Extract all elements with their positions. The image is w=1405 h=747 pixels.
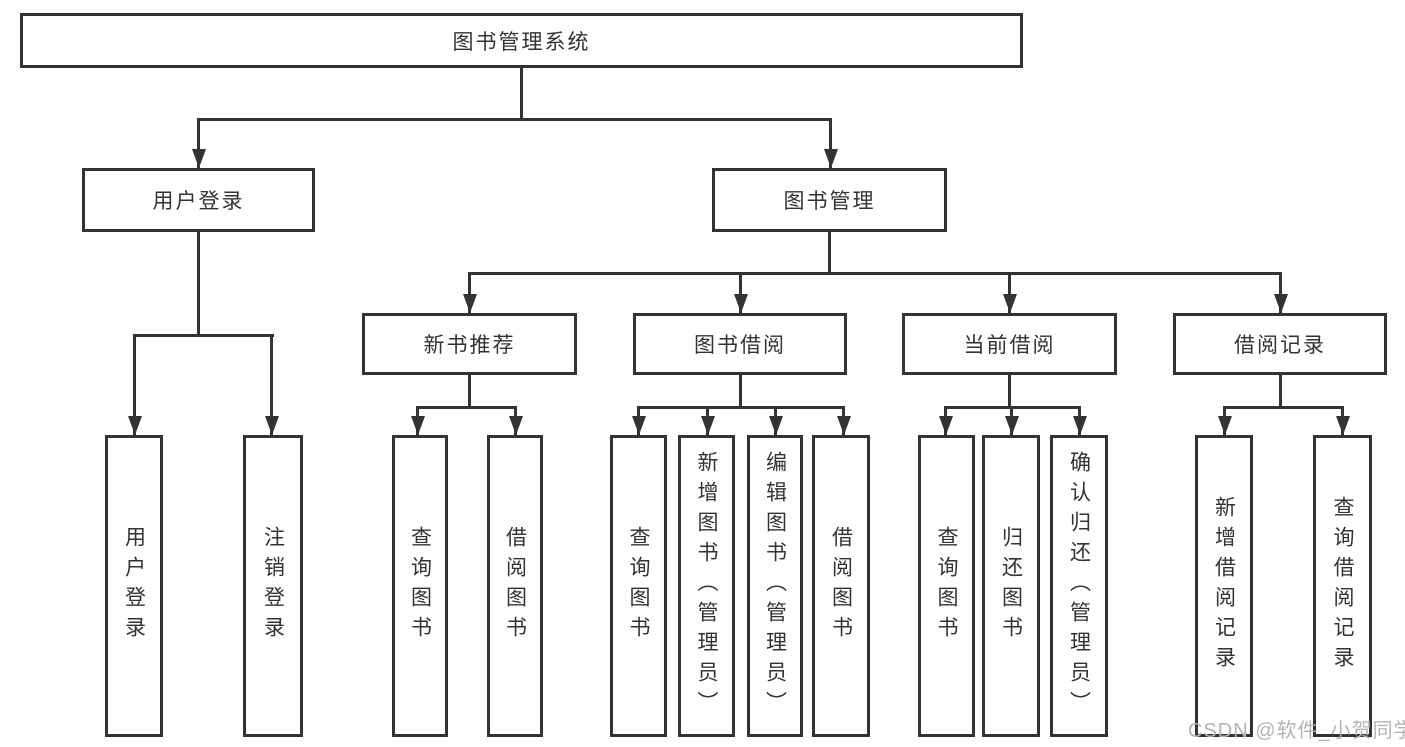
node-label: 用户登录	[152, 190, 245, 213]
leaf-label: 新增图书（管理员）	[695, 451, 718, 721]
leaf-label: 查询图书	[627, 526, 650, 646]
leaf-label: 查询图书	[408, 526, 432, 646]
leaf-add-borrow-record: 新增借阅记录	[1195, 435, 1253, 737]
leaf-query-books: 查询图书	[392, 435, 448, 737]
leaf-query-books: 查询图书	[610, 435, 667, 737]
node-book-borrowing: 图书借阅	[633, 313, 847, 375]
arrow-down-icon	[733, 275, 748, 313]
node-new-book-recommendation: 新书推荐	[362, 313, 577, 375]
arrow-down-icon	[823, 121, 838, 168]
connector-line	[520, 68, 523, 121]
node-label: 新书推荐	[423, 334, 516, 357]
connector-line	[944, 406, 1081, 409]
leaf-borrow-books: 借阅图书	[812, 435, 870, 737]
leaf-label: 新增借阅记录	[1212, 496, 1236, 676]
arrow-down-icon	[462, 275, 477, 313]
node-current-borrowing: 当前借阅	[902, 313, 1117, 375]
leaf-query-books: 查询图书	[918, 435, 975, 737]
node-book-management-system: 图书管理系统	[20, 13, 1023, 68]
arrow-down-icon	[631, 409, 646, 435]
arrow-down-icon	[127, 337, 142, 435]
leaf-label: 注销登录	[261, 526, 285, 646]
leaf-label: 借阅图书	[829, 526, 853, 646]
leaf-borrow-books: 借阅图书	[487, 435, 543, 737]
connector-line	[1008, 375, 1011, 409]
node-label: 图书管理系统	[452, 30, 591, 54]
leaf-user-login: 用户登录	[105, 435, 163, 737]
connector-line	[133, 334, 274, 337]
node-label: 当前借阅	[963, 334, 1056, 357]
arrow-down-icon	[1004, 409, 1019, 435]
node-label: 借阅记录	[1234, 334, 1326, 357]
csdn-watermark: CSDN @软件_小贺同学	[1188, 720, 1405, 742]
node-book-management: 图书管理	[712, 168, 947, 232]
arrow-down-icon	[700, 409, 715, 435]
node-user-login: 用户登录	[82, 168, 315, 232]
connector-line	[468, 272, 1282, 275]
arrow-down-icon	[1335, 409, 1350, 435]
leaf-label: 归还图书	[999, 526, 1023, 646]
leaf-logout: 注销登录	[243, 435, 303, 737]
connector-line	[197, 232, 200, 337]
leaf-add-books-admin: 新增图书（管理员）	[678, 435, 735, 737]
leaf-label: 查询借阅记录	[1331, 496, 1354, 676]
leaf-label: 用户登录	[122, 526, 146, 646]
leaf-label: 编辑图书（管理员）	[763, 451, 787, 721]
leaf-confirm-return-admin: 确认归还（管理员）	[1050, 435, 1108, 737]
node-label: 图书借阅	[694, 334, 786, 357]
node-label: 图书管理	[783, 190, 876, 213]
connector-line	[828, 232, 831, 275]
leaf-return-books: 归还图书	[982, 435, 1040, 737]
leaf-edit-books-admin: 编辑图书（管理员）	[747, 435, 803, 737]
arrow-down-icon	[836, 409, 851, 435]
leaf-label: 查询图书	[935, 526, 958, 646]
arrow-down-icon	[191, 121, 206, 168]
connector-line	[416, 406, 517, 409]
leaf-label: 借阅图书	[503, 526, 527, 646]
connector-line	[1223, 406, 1344, 409]
connector-line	[637, 406, 845, 409]
leaf-label: 确认归还（管理员）	[1067, 451, 1091, 721]
arrow-down-icon	[1002, 275, 1017, 313]
connector-line	[739, 375, 742, 409]
arrow-down-icon	[1217, 409, 1232, 435]
arrow-down-icon	[410, 409, 425, 435]
leaf-query-borrow-record: 查询借阅记录	[1313, 435, 1372, 737]
connector-line	[197, 118, 832, 121]
node-borrowing-records: 借阅记录	[1173, 313, 1387, 375]
arrow-down-icon	[1273, 275, 1288, 313]
arrow-down-icon	[768, 409, 783, 435]
arrow-down-icon	[508, 409, 523, 435]
arrow-down-icon	[938, 409, 953, 435]
connector-line	[468, 375, 471, 409]
arrow-down-icon	[1072, 409, 1087, 435]
connector-line	[1279, 375, 1282, 409]
arrow-down-icon	[264, 337, 279, 435]
